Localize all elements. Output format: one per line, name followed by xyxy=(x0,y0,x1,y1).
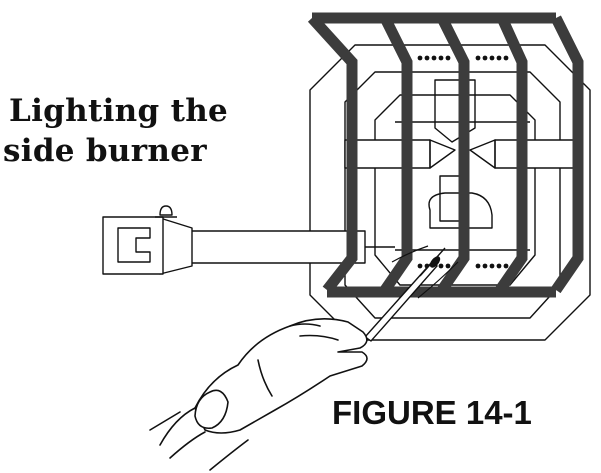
title-line-1: Lighting the xyxy=(9,93,229,129)
burner-port-row-top xyxy=(417,55,509,61)
flame-lines xyxy=(391,245,459,299)
burner-port-row-bottom xyxy=(417,263,509,269)
grate-bar-2 xyxy=(380,15,413,294)
match xyxy=(363,247,446,342)
grate-bar-1 xyxy=(307,14,358,294)
cooking-grate xyxy=(307,12,584,298)
gas-tube xyxy=(102,205,395,275)
figure-label: FIGURE 14-1 xyxy=(332,394,532,431)
grate-bar-5 xyxy=(551,15,584,294)
grate-bar-4 xyxy=(495,15,528,294)
grate-bar-3 xyxy=(437,15,470,294)
hand-holding-match xyxy=(149,318,368,471)
title-line-2: side burner xyxy=(3,133,207,169)
